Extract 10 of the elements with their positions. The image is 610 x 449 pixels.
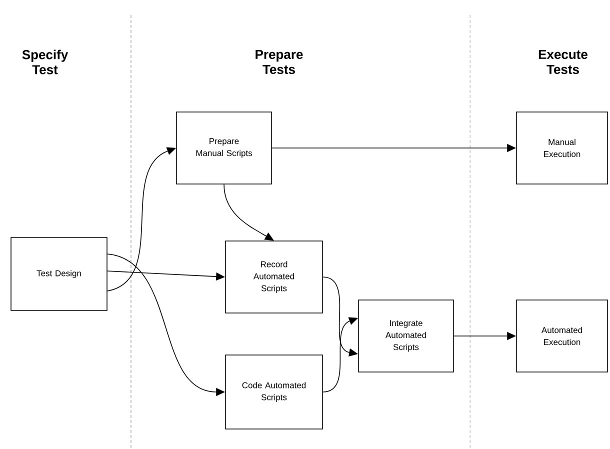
process-box: Code Automated Scripts xyxy=(225,354,323,430)
lane-heading: Prepare Tests xyxy=(256,50,303,74)
process-box: Test Design xyxy=(10,237,108,311)
process-box: Prepare Manual Scripts xyxy=(176,112,272,184)
process-box: Manual Execution xyxy=(516,112,608,184)
lane-heading: Specify Test xyxy=(22,50,68,74)
process-box: Integrate Automated Scripts xyxy=(358,300,454,372)
process-box: Record Automated Scripts xyxy=(225,240,323,314)
lane-heading: Execute Tests xyxy=(538,50,588,74)
process-box: Automated Execution xyxy=(516,300,608,372)
